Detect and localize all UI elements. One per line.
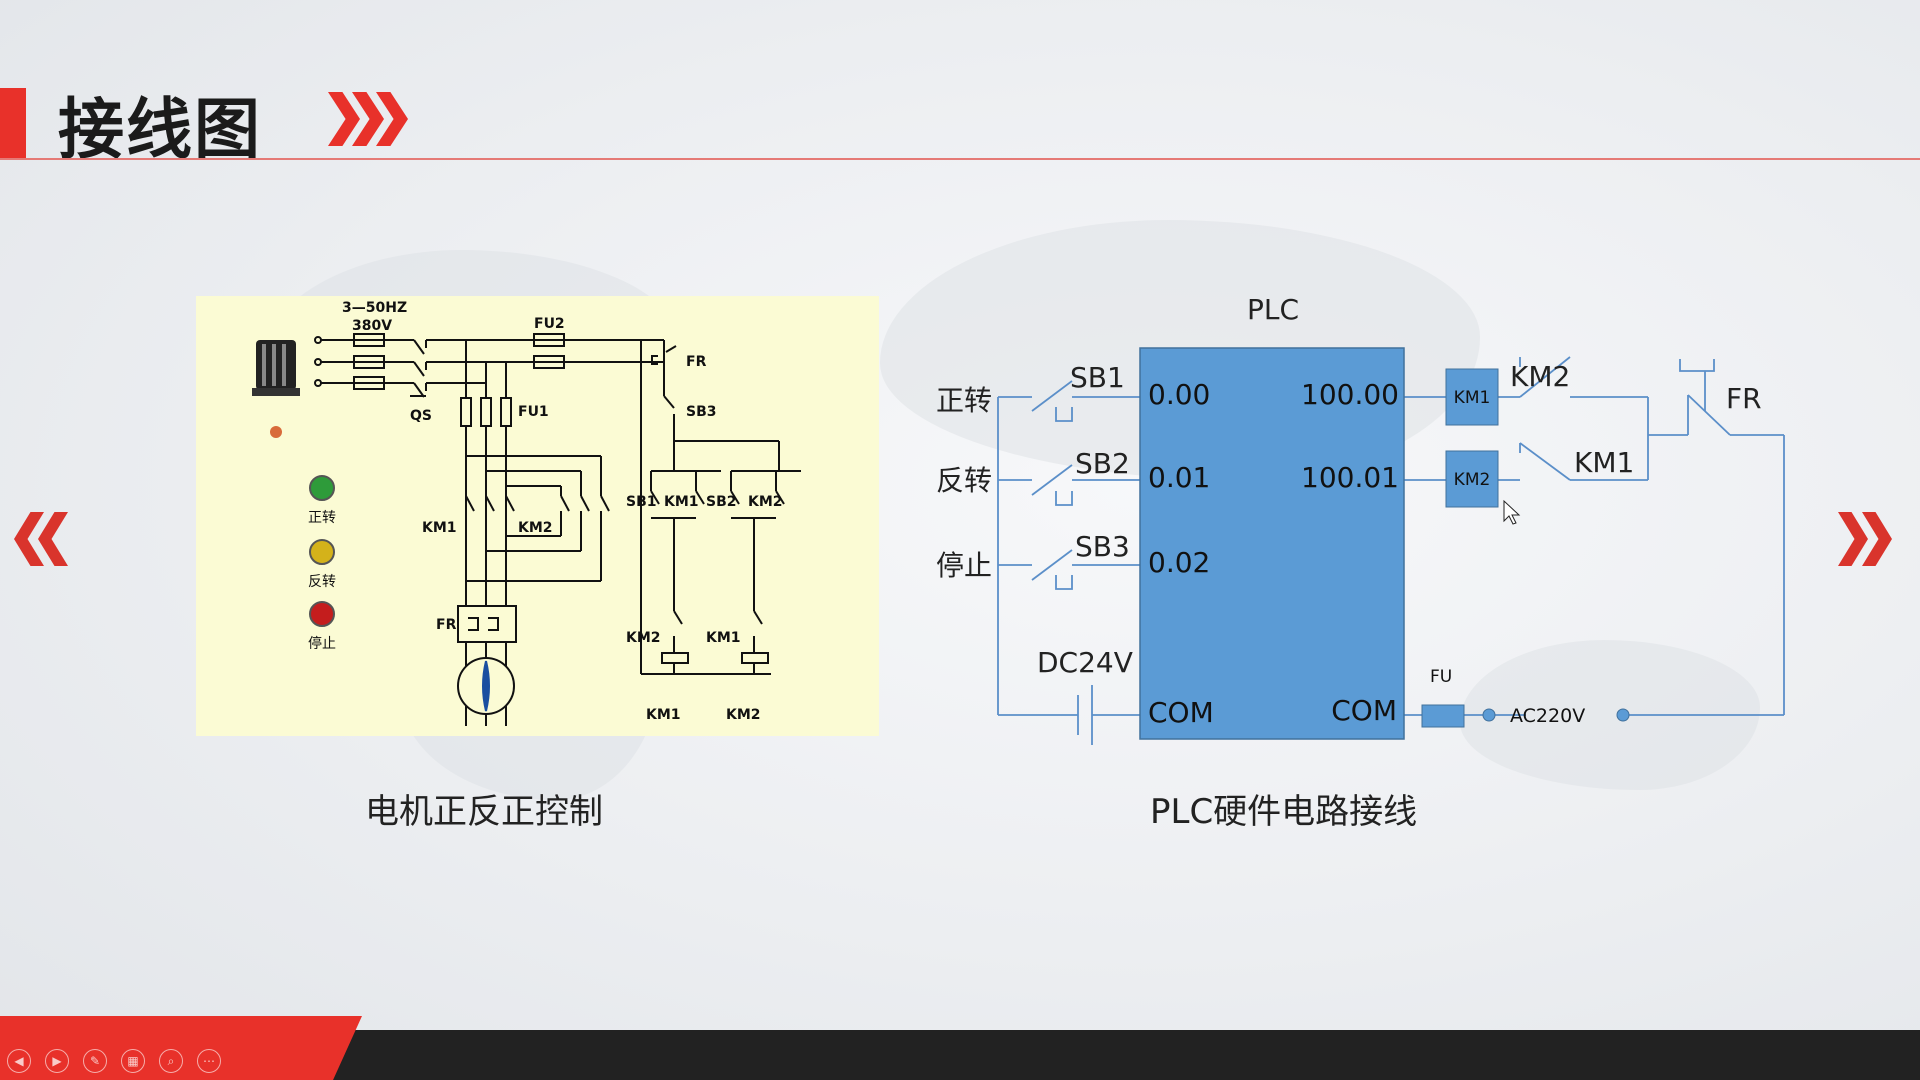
title-accent-bar: [0, 88, 26, 160]
fr-contact-label: FR: [1726, 382, 1762, 415]
forward-button-label: 正转: [308, 510, 336, 526]
sb2-label: SB2: [1075, 447, 1130, 480]
toolbar-pen-icon[interactable]: ✎: [83, 1049, 107, 1073]
left-caption: 电机正反正控制: [365, 792, 603, 832]
km1-coil-label: KM1: [1454, 388, 1491, 408]
right-caption: PLC硬件电路接线: [1150, 792, 1418, 832]
plc-block: [1139, 347, 1405, 740]
plc-output-100-00: 100.00: [1301, 378, 1399, 411]
next-slide-button[interactable]: [1838, 512, 1898, 572]
sb3-label: SB3: [686, 404, 717, 420]
fu1-label: FU1: [518, 404, 549, 420]
previous-slide-button[interactable]: [14, 512, 74, 572]
plc-wiring-diagram: PLC 正转 反转 停止 SB1 SB2 SB3 DC24V KM2 KM1 F…: [936, 293, 1785, 745]
toolbar-next-icon[interactable]: ▶: [45, 1049, 69, 1073]
plc-input-0-00: 0.00: [1148, 378, 1210, 411]
sb3-label: SB3: [1075, 530, 1130, 563]
toolbar-zoom-icon[interactable]: ⌕: [159, 1049, 183, 1073]
ac-terminal-left: [1482, 708, 1496, 722]
ac-terminal-right: [1616, 708, 1630, 722]
voltage-label: 380V: [352, 318, 392, 334]
plc-input-0-01: 0.01: [1148, 461, 1210, 494]
sb1-label: SB1: [626, 494, 657, 510]
toolbar-previous-icon[interactable]: ◀: [7, 1049, 31, 1073]
stop-button-lamp[interactable]: [309, 601, 335, 627]
input-reverse-label: 反转: [936, 464, 992, 497]
toolbar-slides-icon[interactable]: ▦: [121, 1049, 145, 1073]
km2-coil-label: KM2: [726, 707, 761, 723]
km1-contact-label: KM1: [1574, 446, 1634, 479]
qs-label: QS: [410, 408, 432, 424]
fu2-label: FU2: [534, 316, 565, 332]
km1-interlock-label: KM1: [706, 630, 741, 646]
km1-coil-block: [1445, 368, 1499, 426]
fuse-block: [1421, 704, 1465, 728]
hand-pointer-icon: [270, 426, 282, 438]
supply-label: 3—50HZ: [342, 300, 407, 316]
plc-input-0-02: 0.02: [1148, 546, 1210, 579]
input-forward-label: 正转: [936, 384, 992, 417]
km1-contact-label: KM1: [664, 494, 699, 510]
mouse-cursor-icon: [1503, 499, 1521, 525]
plc-label: PLC: [1247, 293, 1299, 326]
km2-coil-label: KM2: [1454, 470, 1491, 490]
km2-contact-label: KM2: [748, 494, 783, 510]
dc24v-label: DC24V: [1037, 646, 1133, 679]
motor-illustration: [252, 340, 300, 396]
ac220v-label: AC220V: [1510, 705, 1585, 727]
km2-coil-block: [1445, 450, 1499, 508]
input-stop-label: 停止: [936, 549, 992, 582]
fu-label: FU: [1430, 667, 1452, 687]
km1-coil-label: KM1: [646, 707, 681, 723]
km2-main-label: KM2: [518, 520, 553, 536]
title-chevrons-icon: [328, 92, 408, 150]
stop-button-label: 停止: [308, 635, 336, 652]
forward-button-lamp[interactable]: [309, 475, 335, 501]
plc-output-100-01: 100.01: [1301, 461, 1399, 494]
km1-main-label: KM1: [422, 520, 457, 536]
km2-contact-label: KM2: [1510, 360, 1570, 393]
title-underline: [0, 158, 1920, 160]
km2-interlock-label: KM2: [626, 630, 661, 646]
reverse-button-lamp[interactable]: [309, 539, 335, 565]
toolbar-more-icon[interactable]: ⋯: [197, 1049, 221, 1073]
sb1-label: SB1: [1070, 361, 1125, 394]
fr-relay-label: FR: [436, 617, 457, 633]
motor-control-schematic: 3—50HZ 380V FU2 FU1 QS FR SB3 SB1 KM1 SB…: [252, 300, 801, 726]
sb2-label: SB2: [706, 494, 737, 510]
page-title: 接线图: [58, 91, 262, 168]
plc-output-com: COM: [1331, 694, 1397, 727]
fr-contact-label: FR: [686, 354, 707, 370]
plc-input-com: COM: [1148, 696, 1214, 729]
reverse-button-label: 反转: [308, 574, 336, 590]
motor-control-diagram-panel: 3—50HZ 380V FU2 FU1 QS FR SB3 SB1 KM1 SB…: [196, 296, 879, 736]
